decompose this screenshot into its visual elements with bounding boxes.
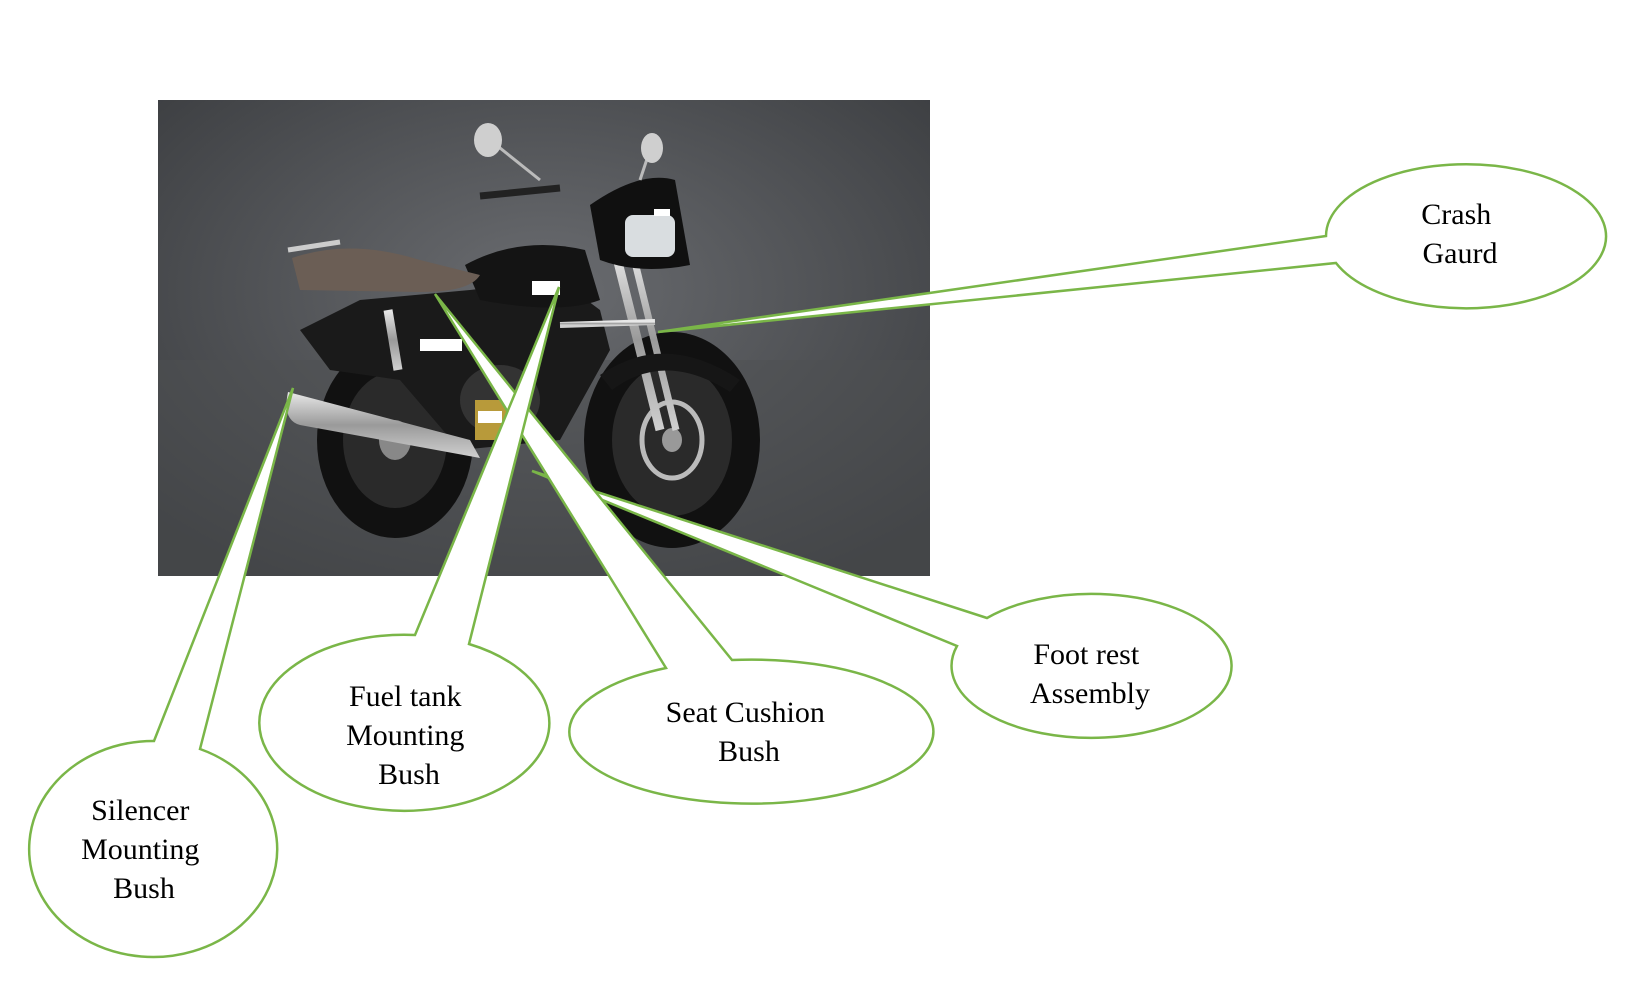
callout-label-line: Mounting <box>346 719 464 752</box>
svg-text:Silencer Mounting: Silencer Mounting Bush <box>81 794 207 905</box>
svg-text:Seat Cushion Bush: Seat Cushion Bush <box>666 696 833 768</box>
callout-crash-gaurd: Crash Gaurd <box>657 163 1608 334</box>
callout-label-line: Crash <box>1421 198 1491 231</box>
svg-text:Fuel tank Mounting: Fuel tank Mounting Bush <box>346 680 472 791</box>
svg-text:Foot rest Assembly: Foot rest Assembly <box>1030 638 1150 710</box>
callout-silencer-mounting-bush: Silencer Mounting Bush <box>27 387 295 959</box>
callout-label-line: Foot rest <box>1033 638 1140 671</box>
callout-label-line: Bush <box>718 735 780 768</box>
callout-label-line: Gaurd <box>1423 237 1498 270</box>
svg-text:Crash Gaurd: Crash Gaurd <box>1421 198 1499 270</box>
callout-label-line: Mounting <box>81 833 199 866</box>
callout-label-line: Bush <box>378 758 440 791</box>
callout-label-line: Bush <box>113 872 175 905</box>
callout-label-line: Seat Cushion <box>666 696 825 729</box>
callout-fuel-tank-mounting-bush: Fuel tank Mounting Bush <box>258 286 561 813</box>
callout-foot-rest-assembly: Foot rest Assembly <box>531 469 1233 740</box>
callout-label-line: Fuel tank <box>349 680 462 713</box>
callout-label-line: Silencer <box>91 794 189 827</box>
callout-label-line: Assembly <box>1030 677 1150 710</box>
front-wheel <box>584 332 760 548</box>
callout-seat-cushion-bush: Seat Cushion Bush <box>433 293 935 805</box>
